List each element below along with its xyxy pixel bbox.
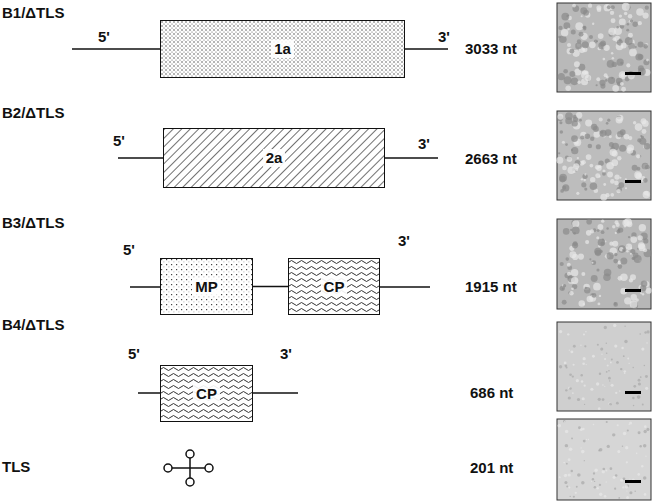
scale-bar bbox=[625, 72, 641, 75]
end-label: 5' bbox=[123, 241, 135, 259]
gene-name: 1a bbox=[271, 40, 294, 58]
construct-name: B2/ΔTLS bbox=[2, 104, 64, 122]
gene-box: CP bbox=[288, 258, 380, 315]
gene-name: CP bbox=[193, 385, 220, 403]
length-label: 686 nt bbox=[470, 384, 513, 402]
tls-cloverleaf bbox=[164, 450, 213, 486]
micrograph-panel bbox=[557, 218, 652, 309]
end-label: 5' bbox=[128, 345, 140, 363]
rna-backbones bbox=[72, 49, 448, 393]
gene-box: MP bbox=[160, 258, 253, 315]
micrograph-panel bbox=[557, 419, 651, 500]
micrographs bbox=[556, 3, 651, 500]
construct-name: TLS bbox=[2, 458, 30, 476]
gene-name: 2a bbox=[263, 149, 286, 167]
scale-bar bbox=[625, 180, 641, 183]
scale-bar bbox=[625, 391, 641, 394]
length-label: 201 nt bbox=[470, 459, 513, 477]
gene-box: 1a bbox=[160, 20, 405, 78]
gene-box: CP bbox=[160, 365, 253, 422]
end-label: 3' bbox=[398, 232, 410, 250]
gene-name: MP bbox=[192, 278, 221, 296]
end-label: 5' bbox=[98, 28, 110, 46]
construct-name: B3/ΔTLS bbox=[2, 214, 64, 232]
gene-box: 2a bbox=[163, 128, 385, 188]
rna-link bbox=[253, 286, 288, 288]
end-label: 5' bbox=[113, 132, 125, 150]
end-label: 3' bbox=[280, 345, 292, 363]
micrograph-panel bbox=[556, 111, 651, 201]
scale-bar bbox=[625, 480, 641, 483]
scale-bar bbox=[625, 289, 641, 292]
construct-name: B1/ΔTLS bbox=[2, 4, 64, 22]
end-label: 3' bbox=[438, 28, 450, 46]
micrograph-panel bbox=[557, 3, 651, 92]
gene-name: CP bbox=[321, 278, 348, 296]
micrograph-panel bbox=[557, 322, 651, 411]
end-label: 3' bbox=[418, 135, 430, 153]
length-label: 2663 nt bbox=[465, 150, 517, 168]
length-label: 3033 nt bbox=[465, 40, 517, 58]
length-label: 1915 nt bbox=[465, 278, 517, 296]
rna-line bbox=[130, 286, 161, 288]
rna-line bbox=[379, 286, 430, 288]
construct-name: B4/ΔTLS bbox=[2, 316, 64, 334]
